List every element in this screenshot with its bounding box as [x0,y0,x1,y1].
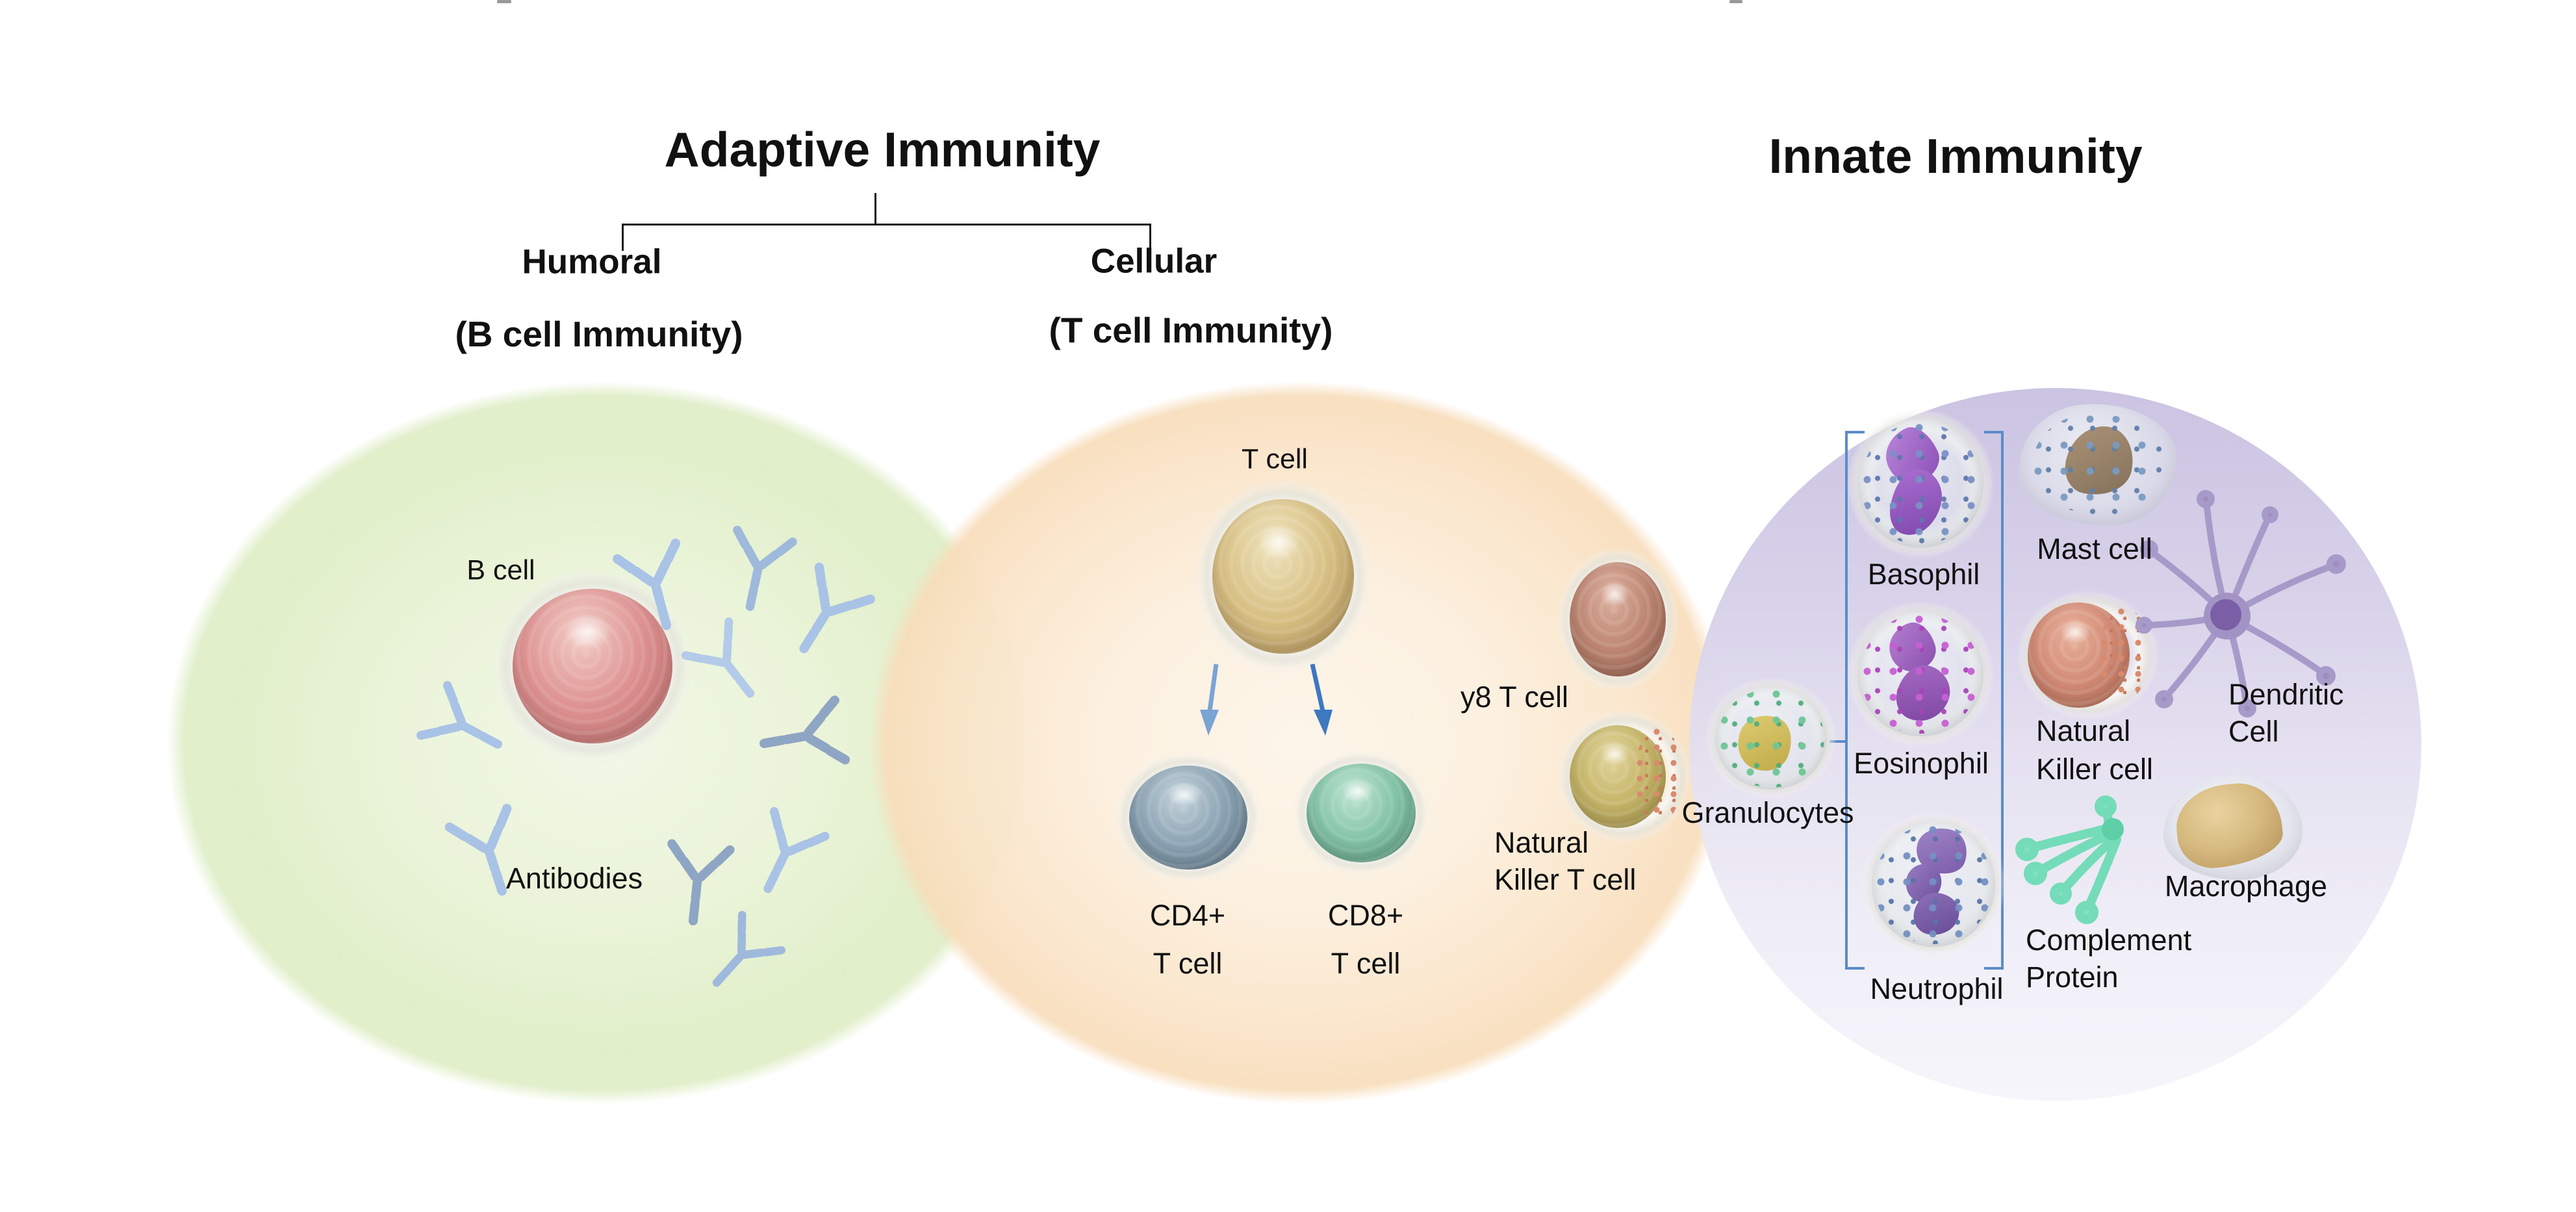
adaptive-immunity-title: Adaptive Immunity [664,122,1101,177]
neutrophil-label: Neutrophil [1870,972,2004,1005]
tree-left-drop [622,224,624,251]
cd4-t-cell-illustration [1113,751,1264,884]
gamma-delta-t-cell-illustration [1557,547,1679,692]
b-cell-label: B cell [466,554,535,586]
dendritic-cell-illustration [2136,490,2346,717]
tree-right-drop [1149,224,1151,260]
nkt-cell-illustration [1557,710,1692,844]
t-cell-immunity-heading: (T cell Immunity) [1049,310,1333,350]
eosinophil-label: Eosinophil [1854,747,1989,780]
granulocyte-bracket-left-bottom-tick [1845,967,1865,970]
complement-label-line2: Protein [2026,961,2119,994]
top-edge-artifact-left [497,0,511,3]
t-cell-arrows [1200,664,1333,736]
basophil-label: Basophil [1867,558,1980,591]
tree-horizontal-line [622,224,1151,226]
nk-cell-illustration [2016,590,2160,720]
dendritic-label-line1: Dendritic [2228,678,2344,711]
granulocytes-illustration [1705,677,1837,799]
nk-cell-label: Natural Killer cell [2036,712,2153,788]
cd8-t-cell-illustration [1291,750,1431,876]
t-cell-label: T cell [1242,443,1308,475]
antibody-icons [421,530,871,1000]
mast-cell-label: Mast cell [2037,532,2152,565]
nk-label-line1: Natural [2036,714,2131,747]
b-cell-immunity-heading: (B cell Immunity) [455,314,743,354]
basophil-illustration [1846,407,1995,560]
gamma-delta-t-cell-label: y8 T cell [1460,680,1568,714]
dendritic-cell-label: Dendritic Cell [2228,676,2344,750]
mast-cell-illustration [2019,404,2176,525]
cellular-heading: Cellular [1090,242,1218,281]
macrophage-illustration [2163,775,2302,880]
complement-protein-label: Complement Protein [2026,922,2191,996]
neutrophil-illustration [1860,810,2007,959]
granulocytes-label: Granulocytes [1681,796,1854,829]
innate-immunity-title: Innate Immunity [1768,129,2143,183]
complement-label-line1: Complement [2026,923,2192,957]
nkt-label-line2: Killer T cell [1494,863,1637,896]
dendritic-label-line2: Cell [2228,715,2279,748]
macrophage-label: Macrophage [2164,870,2328,903]
antibodies-label: Antibodies [505,862,643,895]
nk-label-line2: Killer cell [2036,753,2154,786]
cd8-t-cell-label: CD8+ T cell [1328,892,1403,988]
complement-protein-illustration [2015,795,2124,924]
cd8-label-line1: CD8+ [1327,899,1404,932]
tree-stub-line [874,193,876,224]
cd4-label-line1: CD4+ [1149,899,1226,932]
granulocyte-bracket-right-top-tick [1984,431,2004,433]
cd4-label-line2: T cell [1153,947,1223,980]
nkt-cell-label: Natural Killer T cell [1494,824,1636,898]
granulocyte-bracket-mid-tick [1830,740,1846,743]
humoral-heading: Humoral [522,242,662,281]
t-cell-illustration [1193,478,1373,675]
eosinophil-illustration [1846,600,1995,748]
top-edge-artifact-right [1729,0,1742,3]
granulocyte-bracket-right-bottom-tick [1984,967,2004,970]
granulocyte-bracket-left [1845,431,1848,970]
granulocyte-bracket-left-top-tick [1845,431,1865,433]
cd8-label-line2: T cell [1331,947,1401,980]
cd4-t-cell-label: CD4+ T cell [1150,892,1225,988]
granulocyte-bracket-right [2001,431,2004,970]
nkt-label-line1: Natural [1494,826,1589,859]
